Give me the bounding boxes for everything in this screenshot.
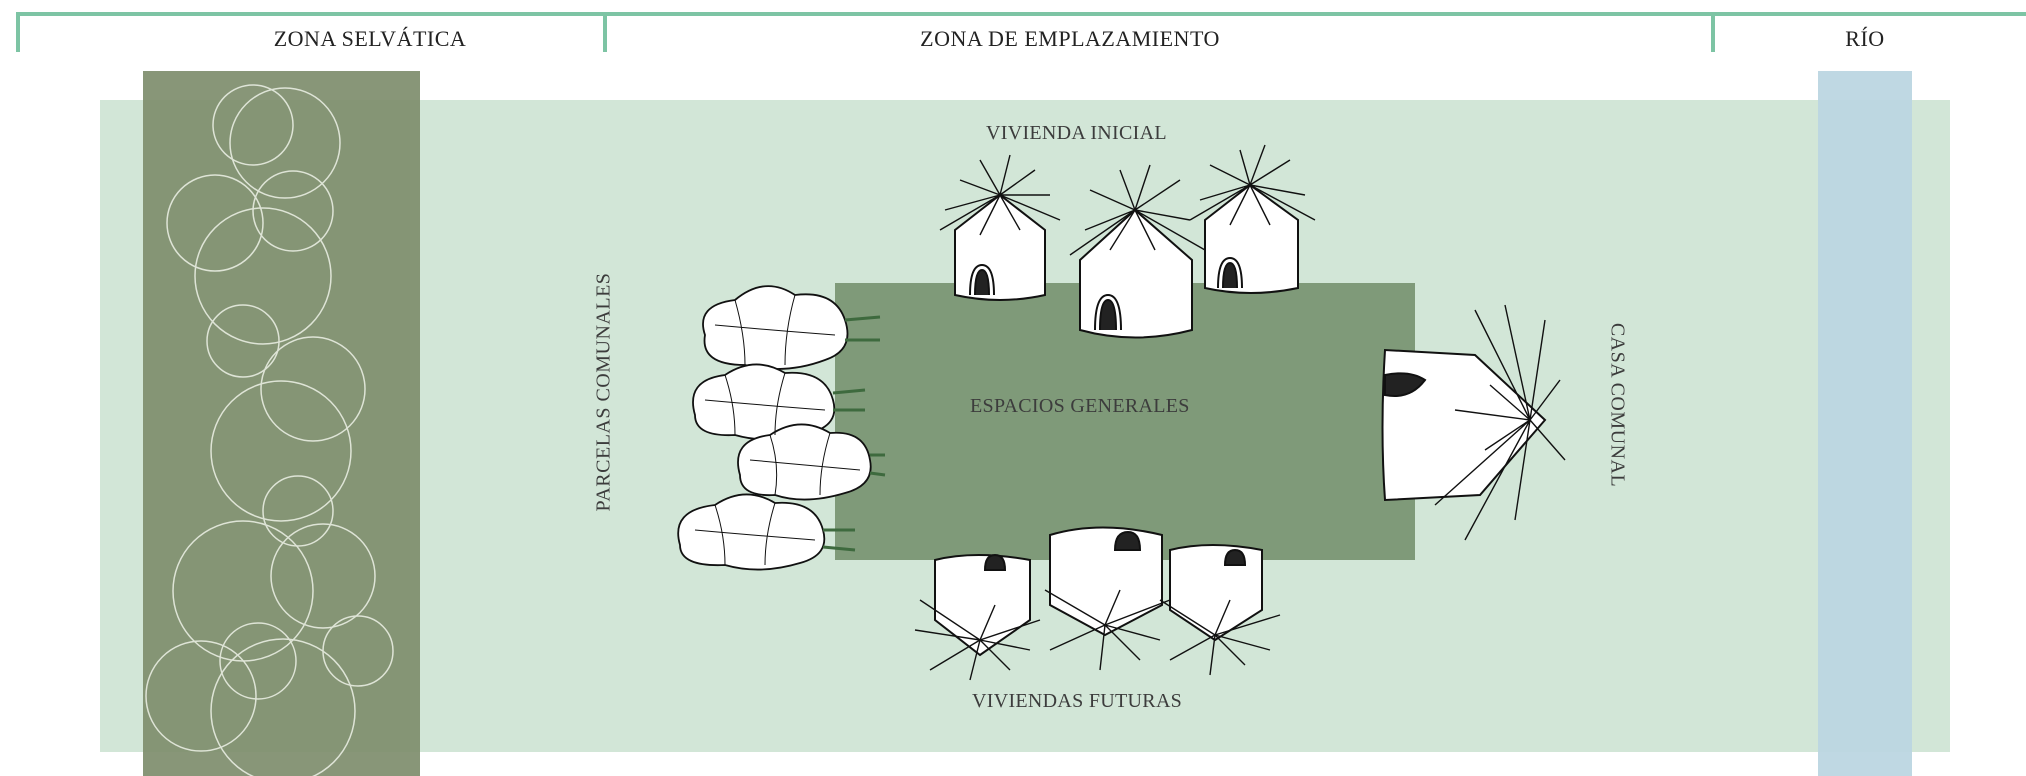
zone-bracket-tick-site-river bbox=[1711, 12, 1715, 52]
zone-label-forest: ZONA SELVÁTICA bbox=[273, 26, 467, 51]
zone-bracket-tick-left bbox=[16, 12, 20, 52]
future-housing-label: VIVIENDAS FUTURAS bbox=[972, 690, 1183, 712]
general-spaces-label: ESPACIOS GENERALES bbox=[970, 395, 1190, 417]
zone-bracket-tick-forest-site bbox=[603, 12, 607, 52]
zone-label-river: RÍO bbox=[1845, 26, 1885, 51]
future-housing-huts bbox=[914, 526, 1281, 681]
forest-trees-circles bbox=[145, 84, 394, 776]
zone-bracket-top-line bbox=[16, 12, 2026, 16]
communal-plots-label: PARCELAS COMUNALES bbox=[592, 272, 615, 512]
initial-housing-label: VIVIENDA INICIAL bbox=[986, 122, 1167, 144]
forest-zone-band bbox=[143, 71, 420, 776]
communal-plots-plants bbox=[677, 285, 886, 571]
community-house bbox=[1381, 304, 1566, 541]
initial-housing-huts bbox=[939, 144, 1316, 339]
river-zone-band bbox=[1818, 71, 1912, 776]
zone-label-site: ZONA DE EMPLAZAMIENTO bbox=[920, 26, 1220, 51]
community-house-label: CASA COMUNAL bbox=[1606, 322, 1629, 488]
